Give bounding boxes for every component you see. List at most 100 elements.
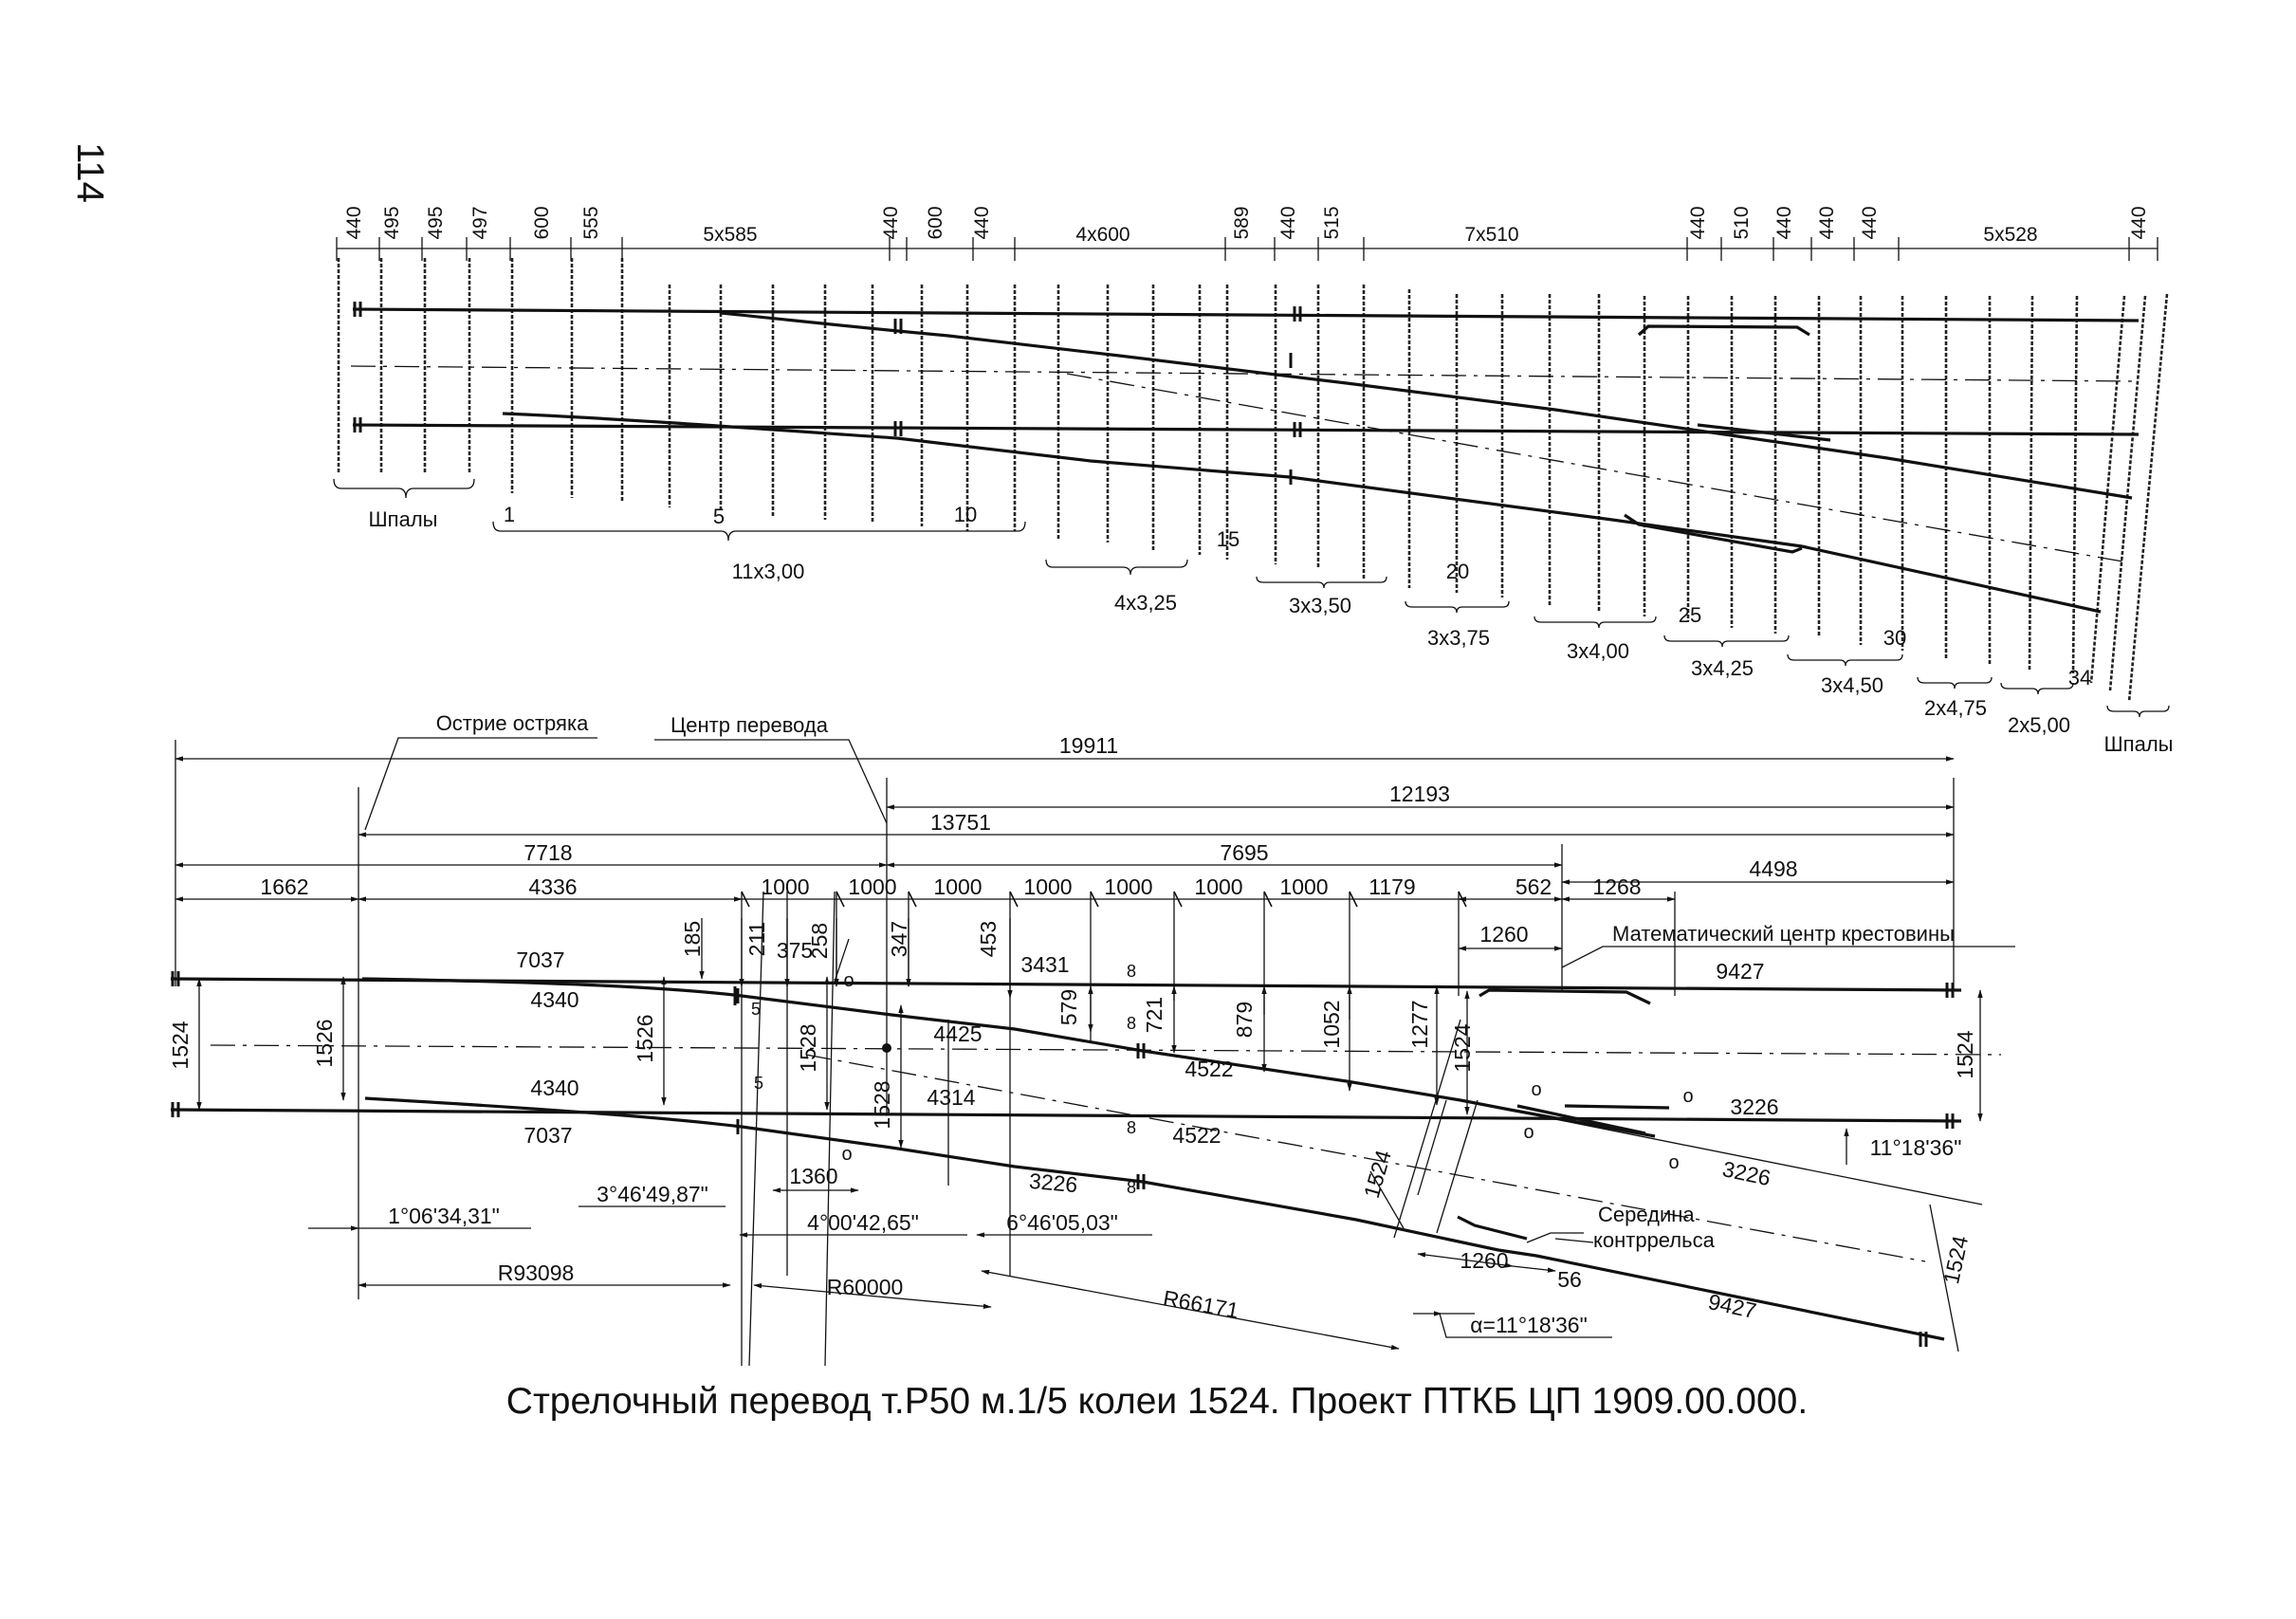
spacing-label: 600 xyxy=(925,206,946,239)
spacing-label: 440 xyxy=(343,206,365,239)
tie-number: 15 xyxy=(1217,527,1240,551)
spacing-label: 4x600 xyxy=(1075,224,1130,246)
joint-5: 5 xyxy=(754,1074,763,1093)
rail-7037: 7037 xyxy=(523,1123,572,1148)
dim-1000: 1000 xyxy=(1194,874,1242,899)
dim-1000: 1000 xyxy=(1023,874,1072,899)
tie-number: 1 xyxy=(504,503,515,526)
rail-4425: 4425 xyxy=(933,1021,982,1046)
guardrail-2 xyxy=(1624,513,1803,554)
dim-13751: 13751 xyxy=(930,810,991,835)
rail-3431: 3431 xyxy=(1020,952,1069,977)
angle-5: 11°18'36" xyxy=(1870,1135,1962,1160)
tie-group-label: 3x3,75 xyxy=(1427,626,1490,650)
tie-group-brackets xyxy=(333,478,2170,718)
dim-7695: 7695 xyxy=(1220,840,1268,865)
guardrail-1 xyxy=(1637,324,1810,337)
gauge-1524-right: 1524 xyxy=(1953,1030,1977,1078)
rail-4340: 4340 xyxy=(530,987,579,1012)
axis-diverging xyxy=(1066,373,2123,562)
sleeper xyxy=(2108,295,2147,691)
dim-1000: 1000 xyxy=(761,874,809,899)
spacing-label: 497 xyxy=(469,206,491,239)
radius-1: R93098 xyxy=(498,1260,575,1285)
tie-group-label: 4x3,25 xyxy=(1114,591,1177,615)
angle-2: 3°46'49,87" xyxy=(597,1182,708,1206)
dim-56: 56 xyxy=(1557,1267,1582,1292)
dim-185: 185 xyxy=(680,921,705,957)
spacing-label: 440 xyxy=(971,206,993,239)
angle-dimensions xyxy=(308,1187,1612,1351)
dim-347: 347 xyxy=(887,921,911,957)
dim-1524-mid: 1524 xyxy=(1450,1023,1475,1072)
rail-3226: 3226 xyxy=(1730,1095,1778,1119)
rail-joints-bottom xyxy=(171,971,1955,1347)
sleeper xyxy=(2071,295,2079,674)
sleepers xyxy=(337,258,2169,703)
chain-dimensions xyxy=(174,740,1955,1367)
tie-number: 5 xyxy=(713,505,725,528)
gauge-1524-left: 1524 xyxy=(168,1021,193,1069)
tie-group-label: 11x3,00 xyxy=(732,560,805,583)
rail-joints xyxy=(353,302,1302,485)
tie-group-labels: Шпалы 1 5 10 11x3,00 15 4x3,25 3x3,50 20… xyxy=(369,503,2174,756)
radius-2: R60000 xyxy=(827,1275,904,1299)
dim-258: 258 xyxy=(807,923,832,959)
rail-4340: 4340 xyxy=(530,1076,579,1100)
drawing-caption: Стрелочный перевод т.Р50 м.1/5 колеи 152… xyxy=(506,1381,1808,1422)
angle-1: 1°06'34,31" xyxy=(388,1204,500,1228)
rail-4522: 4522 xyxy=(1185,1057,1233,1081)
spacing-ticks xyxy=(336,237,2158,261)
dim-1000: 1000 xyxy=(848,874,896,899)
dimension-ticks xyxy=(741,891,1467,908)
spacing-label: 510 xyxy=(1731,206,1753,239)
dim-211: 211 xyxy=(744,922,769,957)
tie-number: 20 xyxy=(1446,560,1469,583)
rail-9427: 9427 xyxy=(1706,1289,1758,1323)
spacing-label: 440 xyxy=(2128,206,2150,239)
tie-number: 25 xyxy=(1679,603,1701,627)
tie-group-label: 3x4,25 xyxy=(1691,656,1754,680)
guardrail-mid-label: Середина xyxy=(1598,1203,1695,1226)
dim-1260: 1260 xyxy=(1460,1248,1508,1273)
straight-rail-bottom xyxy=(170,1108,1962,1123)
switch-rail-right xyxy=(502,412,2102,614)
dim-1000: 1000 xyxy=(1104,874,1152,899)
tie-group-label: 3x3,50 xyxy=(1289,594,1351,617)
radius-3: R66171 xyxy=(1161,1285,1240,1323)
mark-o: o xyxy=(1668,1152,1679,1173)
dim-12193: 12193 xyxy=(1389,782,1450,806)
tie-number: 34 xyxy=(2068,666,2091,690)
dim-1260: 1260 xyxy=(1479,922,1528,947)
page-number: 114 xyxy=(69,142,111,203)
spacing-label: 440 xyxy=(1859,206,1881,239)
dim-19911: 19911 xyxy=(1059,733,1118,758)
dim-721: 721 xyxy=(1142,997,1166,1033)
track-axis xyxy=(210,1044,2002,1056)
rails-top xyxy=(350,302,2140,614)
spacing-label: 495 xyxy=(425,206,447,239)
sleeper xyxy=(2127,293,2169,703)
spacing-label: 589 xyxy=(1231,206,1253,239)
joint-8: 8 xyxy=(1127,1118,1136,1137)
offset-dimensions xyxy=(196,918,1983,1352)
joint-8: 8 xyxy=(1127,1178,1136,1197)
dim-453: 453 xyxy=(976,921,1001,957)
curved-rail-inner xyxy=(361,977,1656,1138)
spacing-label: 600 xyxy=(531,206,553,239)
dimension-values: 19911 12193 13751 7718 7695 4498 1662 43… xyxy=(168,733,1977,1323)
spacing-label: 7x510 xyxy=(1464,224,1518,246)
switch-center-label: Центр перевода xyxy=(670,713,829,737)
spacing-label: 440 xyxy=(880,206,902,239)
sleeper xyxy=(2089,295,2126,684)
dim-1268: 1268 xyxy=(1592,874,1641,899)
dim-579: 579 xyxy=(1056,989,1081,1025)
dim-1000: 1000 xyxy=(1279,874,1328,899)
spacing-labels: 440 495 495 497 600 555 5x585 440 600 44… xyxy=(343,206,2150,246)
spacing-label: 440 xyxy=(1773,206,1795,239)
rail-9427: 9427 xyxy=(1716,959,1764,984)
crossing-wing xyxy=(1479,988,1651,1005)
tie-group-label: 2x4,75 xyxy=(1924,696,1987,720)
